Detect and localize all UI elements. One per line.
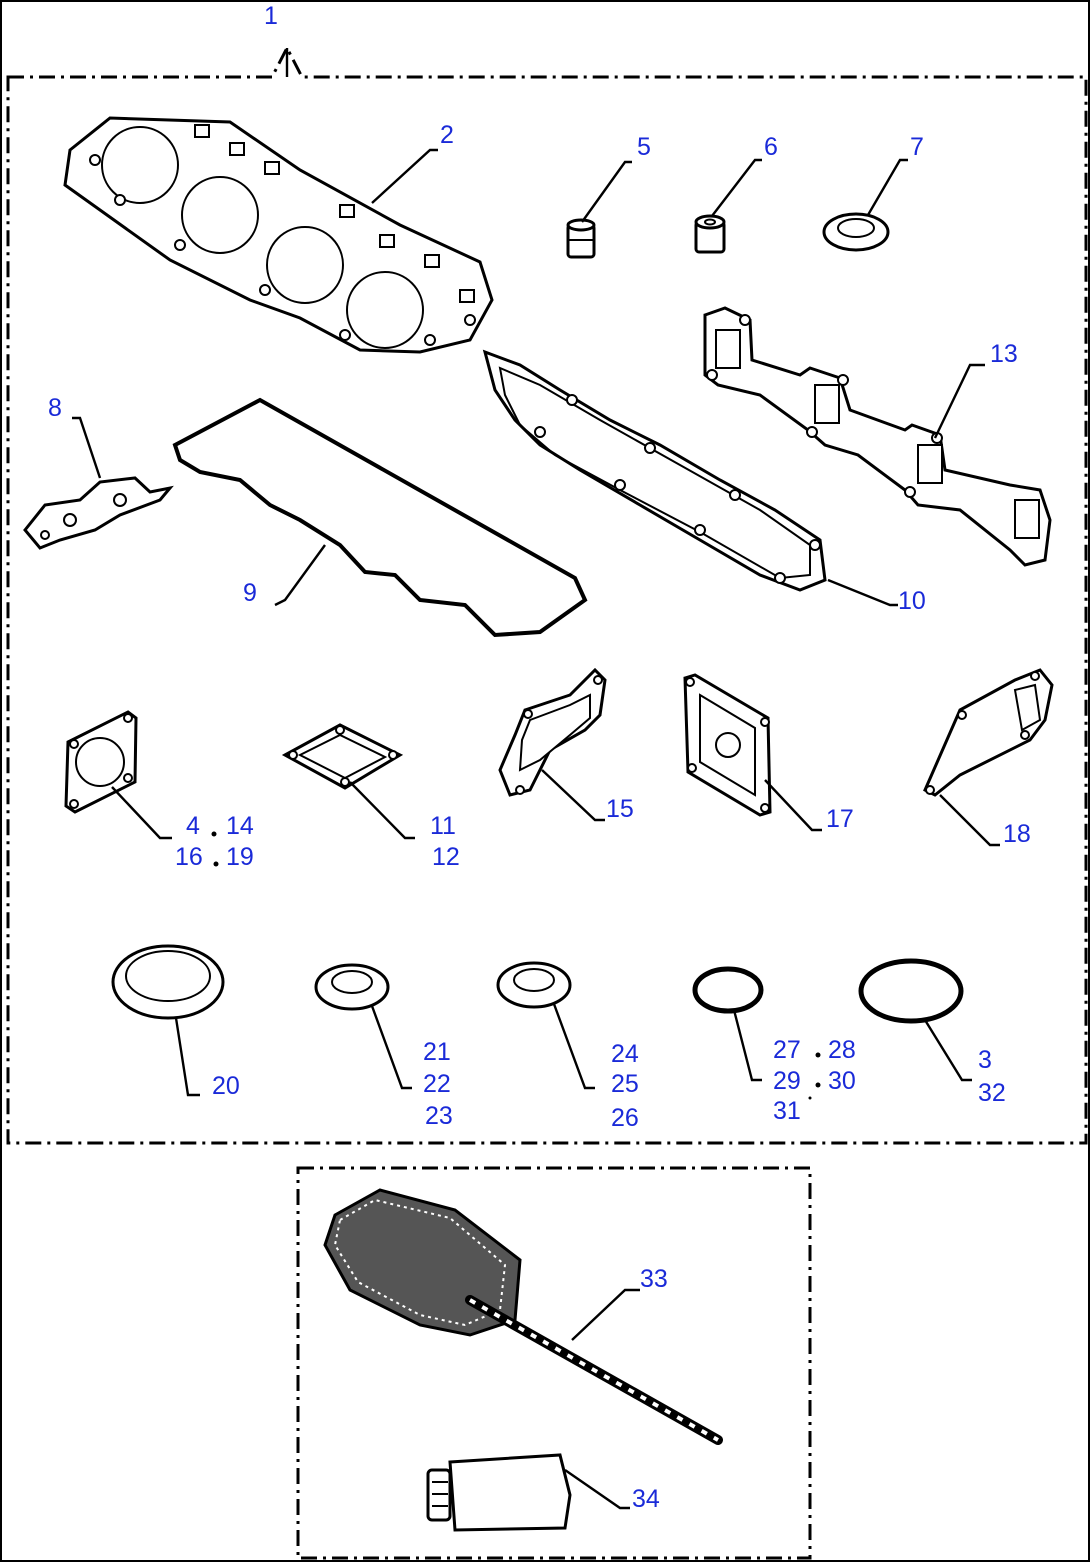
leader-5 — [581, 160, 632, 223]
exhaust-manifold-gasket — [703, 306, 1052, 567]
leader-4 — [111, 786, 172, 840]
seal-ring-20 — [111, 944, 225, 1020]
o-ring-3-32 — [858, 958, 964, 1024]
leader-34 — [564, 1469, 630, 1510]
leader-2 — [371, 148, 438, 204]
tool-frame — [296, 1166, 812, 1560]
washer-24-25-26 — [496, 961, 572, 1009]
gasket-4-14-16-19 — [64, 710, 138, 814]
callout-13: 13 — [990, 340, 1018, 368]
callout-27: 27 — [773, 1036, 801, 1064]
separator-dot — [815, 1052, 821, 1058]
callout-15: 15 — [606, 795, 634, 823]
callout-21: 21 — [423, 1038, 451, 1066]
leader-9 — [274, 544, 326, 607]
gasket-11-12 — [281, 723, 404, 790]
callout-16: 16 — [175, 843, 203, 871]
washer-21-22-23 — [314, 963, 390, 1011]
leader-17 — [764, 779, 822, 832]
callout-34: 34 — [632, 1485, 660, 1513]
callout-22: 22 — [423, 1070, 451, 1098]
leader-15 — [541, 769, 605, 822]
gasket-15 — [498, 667, 607, 797]
bushing — [694, 214, 726, 254]
leader-24 — [552, 1003, 595, 1090]
separator-dot — [213, 861, 219, 867]
callout-18: 18 — [1003, 820, 1031, 848]
callout-8: 8 — [48, 394, 62, 422]
callout-20: 20 — [212, 1072, 240, 1100]
gasket-18 — [923, 668, 1054, 797]
separator-dot — [815, 1082, 821, 1088]
hone-brush — [323, 1188, 723, 1445]
separator-dot — [808, 1096, 812, 1100]
callout-12: 12 — [432, 843, 460, 871]
leader-7 — [866, 158, 908, 216]
valve-stem-seal — [566, 218, 596, 259]
callout-14: 14 — [226, 812, 254, 840]
callout-26: 26 — [611, 1104, 639, 1132]
leader-13 — [933, 363, 985, 439]
leader-11 — [349, 781, 415, 840]
callout-7: 7 — [910, 133, 924, 161]
callout-2: 2 — [440, 121, 454, 149]
leader-33 — [571, 1288, 640, 1341]
o-ring-27-31 — [692, 966, 764, 1014]
sealant-tube — [426, 1453, 572, 1532]
kit-frame — [6, 44, 1088, 1145]
leader-6 — [711, 158, 762, 217]
leader-21 — [370, 1005, 412, 1090]
leader-20 — [174, 1017, 200, 1097]
manifold-gasket-10 — [482, 349, 827, 592]
rocker-cover-gasket — [172, 397, 588, 638]
callout-3: 3 — [978, 1046, 992, 1074]
callout-23: 23 — [425, 1102, 453, 1130]
callout-10: 10 — [898, 587, 926, 615]
callout-4: 4 — [186, 812, 200, 840]
callout-11: 11 — [430, 812, 456, 840]
callout-5: 5 — [637, 133, 651, 161]
callout-29: 29 — [773, 1067, 801, 1095]
head-gasket — [63, 116, 494, 354]
gasket-17 — [683, 673, 772, 817]
callout-6: 6 — [764, 133, 778, 161]
leader-10 — [827, 578, 898, 607]
callout-19: 19 — [226, 843, 254, 871]
callout-33: 33 — [640, 1265, 668, 1293]
callout-32: 32 — [978, 1079, 1006, 1107]
gasket-8 — [23, 476, 174, 550]
callout-17: 17 — [826, 805, 854, 833]
separator-dot — [211, 831, 217, 837]
oil-seal-7 — [822, 212, 890, 252]
callout-31: 31 — [773, 1097, 801, 1125]
callout-1: 1 — [264, 2, 278, 30]
callout-9: 9 — [243, 579, 257, 607]
leader-18 — [939, 794, 1000, 847]
leader-8 — [72, 416, 102, 479]
callout-30: 30 — [828, 1067, 856, 1095]
leader-27 — [732, 1009, 762, 1082]
callout-24: 24 — [611, 1040, 639, 1068]
callout-28: 28 — [828, 1036, 856, 1064]
callout-25: 25 — [611, 1070, 639, 1098]
leader-3 — [923, 1019, 972, 1082]
